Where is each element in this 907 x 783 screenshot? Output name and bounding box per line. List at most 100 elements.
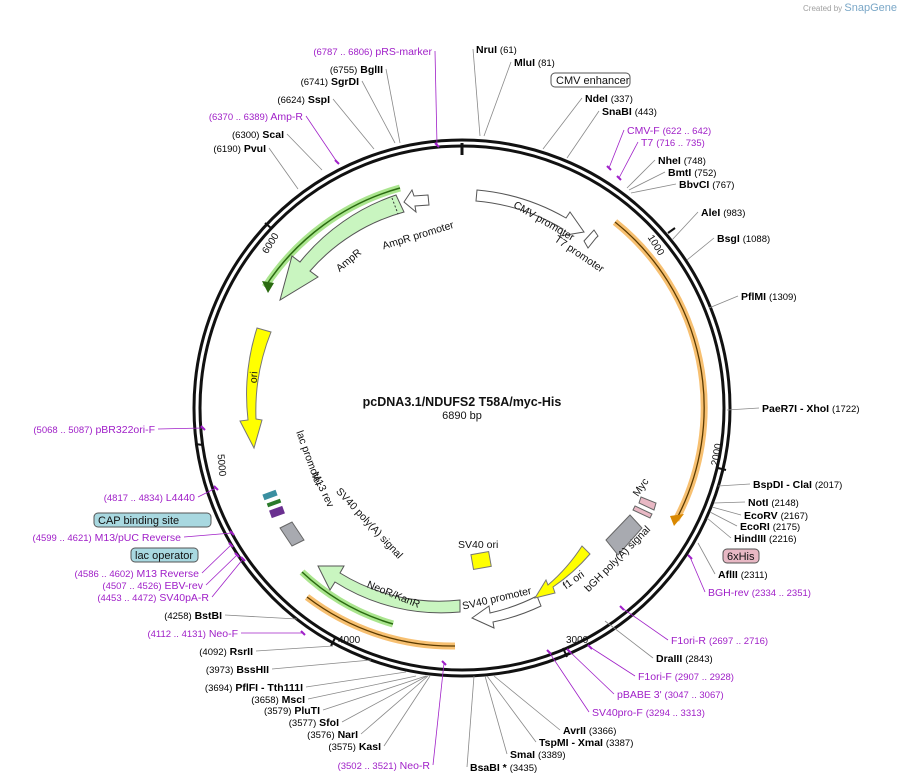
leader-line-7 bbox=[628, 171, 666, 191]
primer-label-44: (4817 .. 4834) L4440 bbox=[104, 492, 195, 504]
sv40-ori-feature bbox=[470, 550, 492, 571]
site-name-41: EBV-rev bbox=[164, 580, 203, 592]
leader-line-4 bbox=[608, 129, 625, 169]
enzyme-label-2: NdeI (337) bbox=[585, 93, 633, 105]
leader-line-6 bbox=[626, 159, 656, 189]
m13-block bbox=[269, 505, 285, 519]
sv40-polya-feature bbox=[279, 521, 305, 547]
site-position-21: (2843) bbox=[685, 654, 712, 665]
amp-promoter-feature bbox=[403, 188, 430, 214]
site-position-12: (1722) bbox=[832, 404, 859, 415]
site-name-13: BspDI - ClaI bbox=[753, 479, 812, 491]
primer-site-mark-52 bbox=[434, 142, 440, 148]
ampr-feature bbox=[279, 194, 405, 302]
primer-label-45: (5068 .. 5087) pBR322ori-F bbox=[33, 424, 155, 436]
primer-label-42: (4586 .. 4602) M13 Reverse bbox=[74, 568, 199, 580]
leader-line-23 bbox=[568, 650, 615, 695]
enzyme-label-14: NotI (2148) bbox=[748, 497, 799, 509]
primer-label-43: (4599 .. 4621) M13/pUC Reverse bbox=[33, 532, 182, 544]
site-name-42: M13 Reverse bbox=[137, 568, 200, 580]
sv40-polya-label: SV40 poly(A) signal bbox=[333, 486, 405, 562]
enzyme-label-49: (6624) SspI bbox=[277, 94, 330, 106]
site-position-23: (3047 .. 3067) bbox=[665, 690, 724, 701]
site-position-20: (2697 .. 2716) bbox=[709, 636, 768, 647]
site-position-25: (3366) bbox=[589, 726, 616, 737]
leader-line-29 bbox=[432, 662, 445, 766]
site-position-52: (6787 .. 6806) bbox=[313, 47, 372, 58]
his-feature bbox=[632, 505, 653, 519]
leader-line-34 bbox=[307, 675, 417, 700]
site-name-45: pBR322ori-F bbox=[95, 424, 155, 436]
site-name-0: NruI bbox=[476, 44, 497, 56]
site-name-3: SnaBI bbox=[602, 106, 632, 118]
site-position-1: (81) bbox=[538, 58, 555, 69]
myc-label: Myc bbox=[631, 476, 652, 499]
site-name-44: L4440 bbox=[166, 492, 195, 504]
leader-line-20 bbox=[621, 607, 669, 641]
primer-label-48: (6370 .. 6389) Amp-R bbox=[209, 111, 304, 123]
site-position-5: (716 .. 735) bbox=[656, 138, 705, 149]
green-arrowhead-ampr bbox=[262, 281, 274, 293]
enzyme-label-16: EcoRI (2175) bbox=[740, 521, 800, 533]
m13-rev-label: M13 rev bbox=[309, 470, 337, 510]
primer-site-mark-44 bbox=[213, 485, 219, 491]
leader-line-26 bbox=[486, 675, 537, 743]
leader-line-0 bbox=[472, 48, 481, 137]
site-name-36: BssHII bbox=[236, 664, 269, 676]
site-name-34: MscI bbox=[282, 694, 305, 706]
site-position-26: (3387) bbox=[606, 738, 633, 749]
enzyme-label-46: (6190) PvuI bbox=[213, 143, 266, 155]
leader-line-49 bbox=[332, 98, 375, 150]
site-name-18: AflII bbox=[718, 569, 738, 581]
orange-arc-neo-line bbox=[306, 596, 456, 647]
site-position-31: (3576) bbox=[307, 730, 334, 741]
enzyme-label-28: BsaBI * (3435) bbox=[470, 762, 537, 774]
site-name-32: SfoI bbox=[319, 717, 339, 729]
site-name-6: NheI bbox=[658, 155, 681, 167]
cap-block bbox=[262, 489, 278, 501]
site-name-35: PflFI - Tth111I bbox=[235, 682, 303, 694]
site-position-38: (4112 .. 4131) bbox=[147, 629, 205, 640]
site-name-43: M13/pUC Reverse bbox=[95, 532, 182, 544]
site-position-13: (2017) bbox=[815, 480, 842, 491]
enzyme-label-9: AleI (983) bbox=[701, 207, 745, 219]
site-position-17: (2216) bbox=[769, 534, 796, 545]
primer-label-41: (4507 .. 4526) EBV-rev bbox=[102, 580, 203, 592]
leader-line-17 bbox=[706, 517, 732, 539]
site-position-8: (767) bbox=[712, 180, 734, 191]
primer-label-4: CMV-F (622 .. 642) bbox=[627, 125, 711, 137]
enzyme-label-25: AvrII (3366) bbox=[563, 725, 616, 737]
site-position-15: (2167) bbox=[781, 511, 808, 522]
site-position-14: (2148) bbox=[771, 498, 798, 509]
tick-3000: 3000 bbox=[566, 635, 589, 646]
enzyme-label-21: DraIII (2843) bbox=[656, 653, 713, 665]
primer-site-mark-19 bbox=[687, 554, 693, 560]
leader-line-43 bbox=[183, 532, 233, 538]
green-arc-ampr-line bbox=[264, 187, 401, 288]
primer-site-mark-38 bbox=[300, 630, 306, 636]
site-name-11: PflMI bbox=[741, 291, 766, 303]
site-name-46: PvuI bbox=[244, 143, 266, 155]
plasmid-name: pcDNA3.1/NDUFS2 T58A/myc-His bbox=[363, 395, 562, 409]
primer-site-mark-4 bbox=[606, 165, 612, 171]
site-name-16: EcoRI bbox=[740, 521, 770, 533]
cap-binding-label: CAP binding site bbox=[98, 515, 179, 527]
leader-line-39 bbox=[224, 614, 298, 620]
enzyme-label-32: (3577) SfoI bbox=[289, 717, 339, 729]
leader-line-46 bbox=[268, 147, 299, 190]
leader-line-50 bbox=[361, 80, 396, 144]
orange-arc-bgh-line bbox=[614, 221, 705, 521]
leader-lines bbox=[157, 48, 760, 768]
leader-line-2 bbox=[542, 97, 583, 150]
site-name-21: DraIII bbox=[656, 653, 682, 665]
leader-line-8 bbox=[630, 183, 677, 194]
site-name-37: RsrII bbox=[230, 646, 253, 658]
site-position-46: (6190) bbox=[213, 144, 240, 155]
primer-label-19: BGH-rev (2334 .. 2351) bbox=[708, 587, 811, 599]
sv40-ori-label: SV40 ori bbox=[458, 539, 498, 551]
sv40-promoter-feature bbox=[470, 595, 542, 629]
enzyme-label-36: (3973) BssHII bbox=[206, 664, 269, 676]
enzyme-label-3: SnaBI (443) bbox=[602, 106, 657, 118]
site-position-27: (3389) bbox=[538, 750, 565, 761]
site-name-19: BGH-rev bbox=[708, 587, 750, 599]
